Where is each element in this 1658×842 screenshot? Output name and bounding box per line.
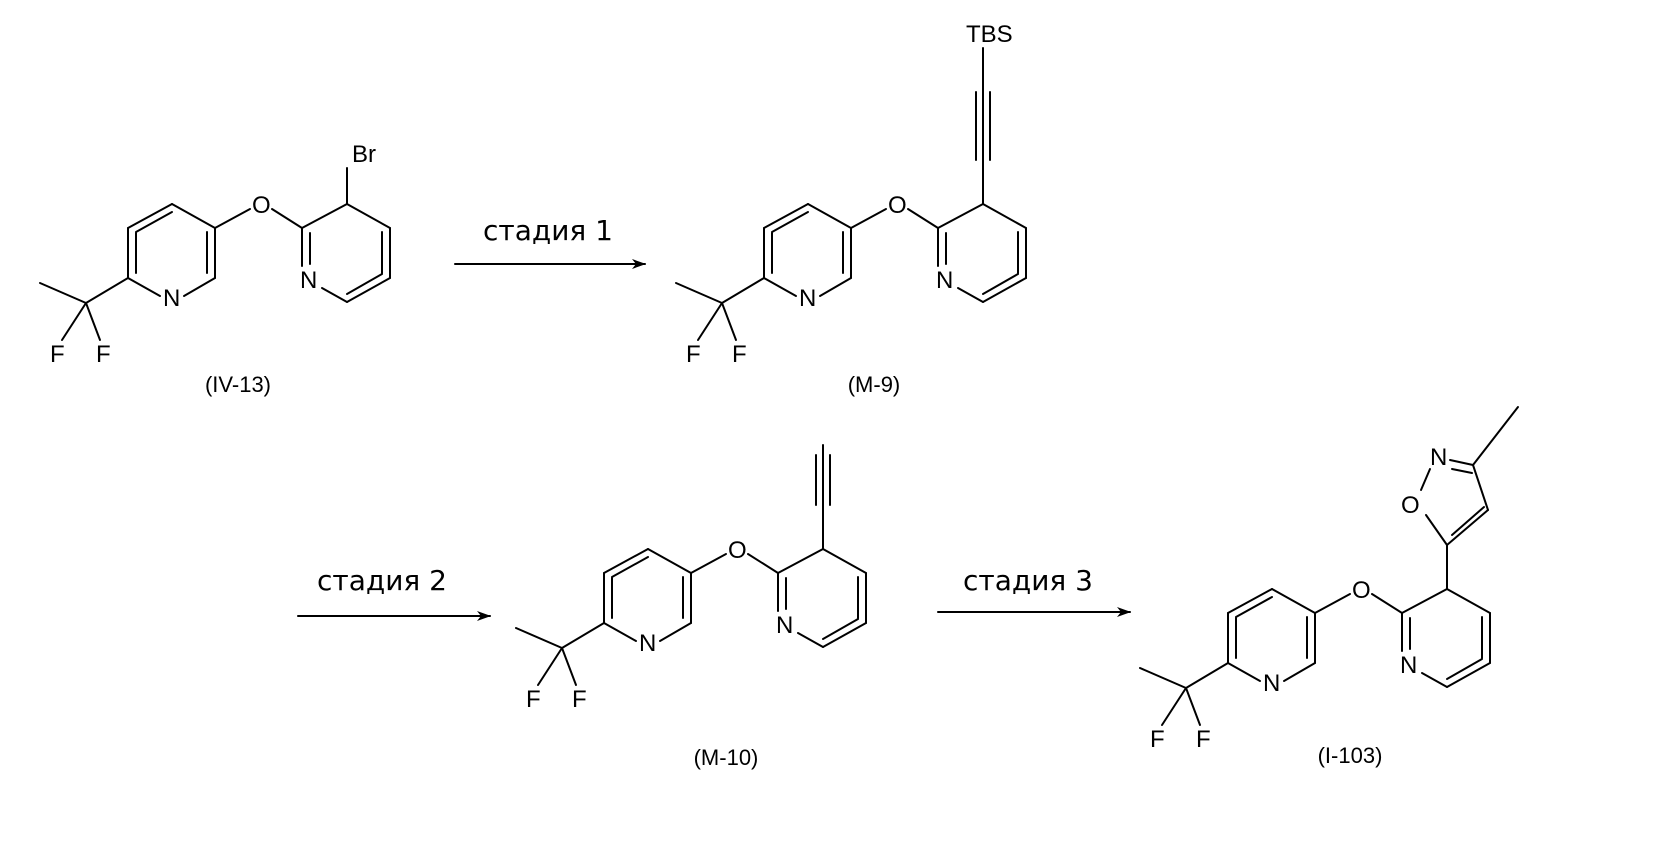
compound-iv-13: Br O N N F F (IV-13) <box>40 141 390 397</box>
reaction-step-1: стадия 1 <box>455 214 645 264</box>
atom-n: N <box>799 285 816 312</box>
atom-o: O <box>728 537 747 564</box>
atom-f: F <box>96 341 111 368</box>
reaction-step-3: стадия 3 <box>938 564 1130 612</box>
bonds-iv-13 <box>40 168 390 340</box>
bonds-i-103 <box>1140 407 1518 725</box>
atom-f: F <box>50 341 65 368</box>
compound-label: (M-10) <box>694 745 759 770</box>
compound-i-103: N O O N N F F (I-103) <box>1140 407 1518 768</box>
atom-n: N <box>639 630 656 657</box>
reaction-step-2: стадия 2 <box>298 564 490 616</box>
atom-br: Br <box>352 141 376 168</box>
atom-f: F <box>732 341 747 368</box>
step-label: стадия 3 <box>963 564 1093 597</box>
atom-n: N <box>1263 670 1280 697</box>
atom-n: N <box>1430 444 1447 471</box>
compound-m-9: TBS O N N F F (M-9) <box>676 21 1026 397</box>
atom-f: F <box>686 341 701 368</box>
atom-f: F <box>526 686 541 713</box>
compound-label: (M-9) <box>848 372 901 397</box>
atom-o: O <box>888 192 907 219</box>
atom-f: F <box>1150 726 1165 753</box>
step-label: стадия 2 <box>317 564 447 597</box>
bonds-m-9 <box>676 48 1026 340</box>
atom-o: O <box>1352 577 1371 604</box>
atom-f: F <box>1196 726 1211 753</box>
compound-m-10: O N N F F (M-10) <box>516 445 866 770</box>
atom-o: O <box>1401 492 1420 519</box>
step-label: стадия 1 <box>483 214 613 247</box>
atom-n: N <box>300 267 317 294</box>
bonds-m-10 <box>516 445 866 685</box>
atom-f: F <box>572 686 587 713</box>
atom-n: N <box>163 285 180 312</box>
compound-label: (IV-13) <box>205 372 271 397</box>
atom-n: N <box>936 267 953 294</box>
atom-o: O <box>252 192 271 219</box>
atom-n: N <box>1400 652 1417 679</box>
compound-label: (I-103) <box>1318 743 1383 768</box>
atom-tbs: TBS <box>966 21 1013 48</box>
atom-n: N <box>776 612 793 639</box>
